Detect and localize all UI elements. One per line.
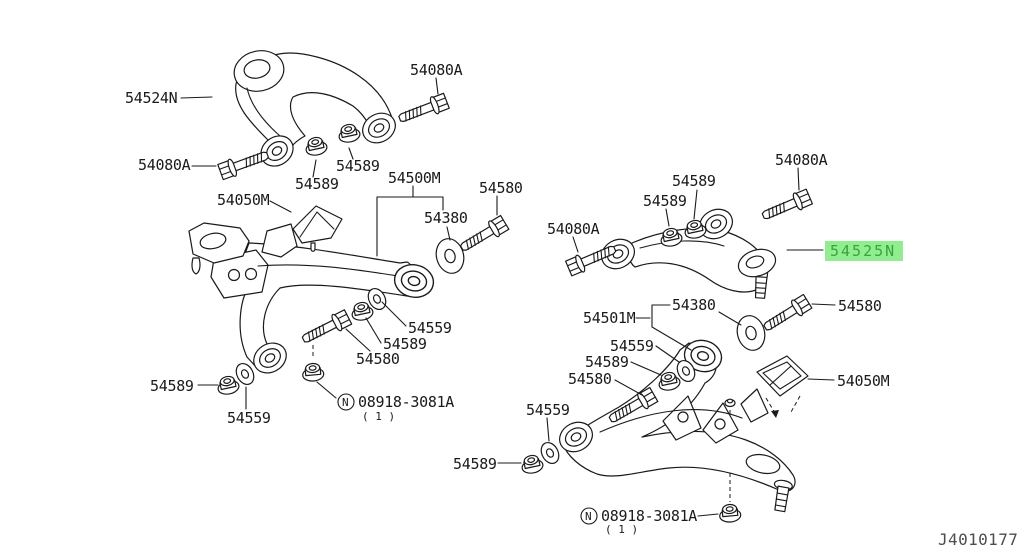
part-label-54580-4[interactable]: 54580 bbox=[568, 370, 612, 388]
part-label-54589-8[interactable]: 54589 bbox=[453, 455, 497, 473]
part-label-54559-1[interactable]: 54559 bbox=[408, 319, 452, 337]
part-label-54524n[interactable]: 54524N bbox=[125, 89, 178, 107]
lower-control-arm-left-drawing bbox=[188, 222, 438, 380]
nut-quantity: ( 1 ) bbox=[362, 410, 395, 423]
part-label-54580-3[interactable]: 54580 bbox=[838, 297, 882, 315]
nut-icon-54589 bbox=[519, 452, 545, 476]
part-label-54080a-3[interactable]: 54080A bbox=[775, 151, 828, 169]
part-label-54380-2[interactable]: 54380 bbox=[672, 296, 716, 314]
part-label-54050m-1[interactable]: 54050M bbox=[217, 191, 270, 209]
part-label-54525n-text: 54525N bbox=[830, 242, 896, 260]
nut-quantity: ( 1 ) bbox=[605, 523, 638, 536]
part-label-54559-2[interactable]: 54559 bbox=[227, 409, 271, 427]
bound-bumper-right-drawing bbox=[756, 355, 809, 397]
part-label-54580-2[interactable]: 54580 bbox=[356, 350, 400, 368]
part-label-54500m[interactable]: 54500M bbox=[388, 169, 441, 187]
circle-n-letter: N bbox=[342, 396, 349, 409]
upper-control-arm-right-drawing bbox=[595, 203, 777, 299]
lower-control-arm-right-drawing bbox=[553, 335, 796, 513]
bolt-icon-54080a bbox=[395, 91, 451, 128]
part-label-54559-4[interactable]: 54559 bbox=[526, 401, 570, 419]
label-leader-lines bbox=[180, 77, 836, 517]
part-label-54589-5[interactable]: 54589 bbox=[672, 172, 716, 190]
nut-part-number: 08918-3081A bbox=[358, 393, 454, 411]
washer-icon-54380 bbox=[732, 312, 770, 354]
part-label-54589-3[interactable]: 54589 bbox=[383, 335, 427, 353]
nut-part-number: 08918-3081A bbox=[601, 507, 697, 525]
part-label-54589-2[interactable]: 54589 bbox=[336, 157, 380, 175]
part-label-54080a-1[interactable]: 54080A bbox=[410, 61, 463, 79]
circle-n-icon bbox=[580, 507, 598, 525]
dashed-arrowhead bbox=[771, 410, 779, 418]
nut-icon-54589 bbox=[336, 121, 362, 145]
part-label-54589-1[interactable]: 54589 bbox=[295, 175, 339, 193]
part-label-54580-1[interactable]: 54580 bbox=[479, 179, 523, 197]
part-label-54589-7[interactable]: 54589 bbox=[585, 353, 629, 371]
part-label-54589-6[interactable]: 54589 bbox=[643, 192, 687, 210]
nut-icon-54589 bbox=[215, 373, 241, 397]
nut-callout-right[interactable]: N 08918-3081A ( 1 ) bbox=[580, 507, 698, 536]
highlighted-part-label-54525n[interactable]: 54525N bbox=[825, 241, 903, 261]
bolt-icon-54080a bbox=[759, 187, 814, 225]
nut-icon-54589 bbox=[303, 134, 329, 158]
nut-callout-left[interactable]: N 08918-3081A ( 1 ) bbox=[337, 393, 455, 423]
highlight-rect bbox=[825, 241, 903, 261]
part-label-54559-3[interactable]: 54559 bbox=[610, 337, 654, 355]
washer-icon-54380 bbox=[431, 235, 469, 277]
bound-bumper-left-drawing bbox=[292, 205, 343, 252]
upper-control-arm-left-drawing bbox=[233, 50, 402, 173]
part-label-54589-4[interactable]: 54589 bbox=[150, 377, 194, 395]
bolt-icon-54580 bbox=[298, 308, 353, 349]
part-label-54050m-2[interactable]: 54050M bbox=[837, 372, 890, 390]
drawing-number: J4010177 bbox=[938, 530, 1018, 549]
pin-stud-drawing bbox=[724, 398, 736, 408]
circle-n-icon bbox=[337, 393, 355, 411]
part-label-54080a-2[interactable]: 54080A bbox=[138, 156, 191, 174]
nut-icon-08918 bbox=[718, 503, 742, 524]
circle-n-letter: N bbox=[585, 510, 592, 523]
part-label-54380-1[interactable]: 54380 bbox=[424, 209, 468, 227]
part-label-54501m[interactable]: 54501M bbox=[583, 309, 636, 327]
part-label-54080a-4[interactable]: 54080A bbox=[547, 220, 600, 238]
bolt-icon-54580 bbox=[759, 292, 814, 336]
nut-icon-08918 bbox=[301, 362, 325, 383]
